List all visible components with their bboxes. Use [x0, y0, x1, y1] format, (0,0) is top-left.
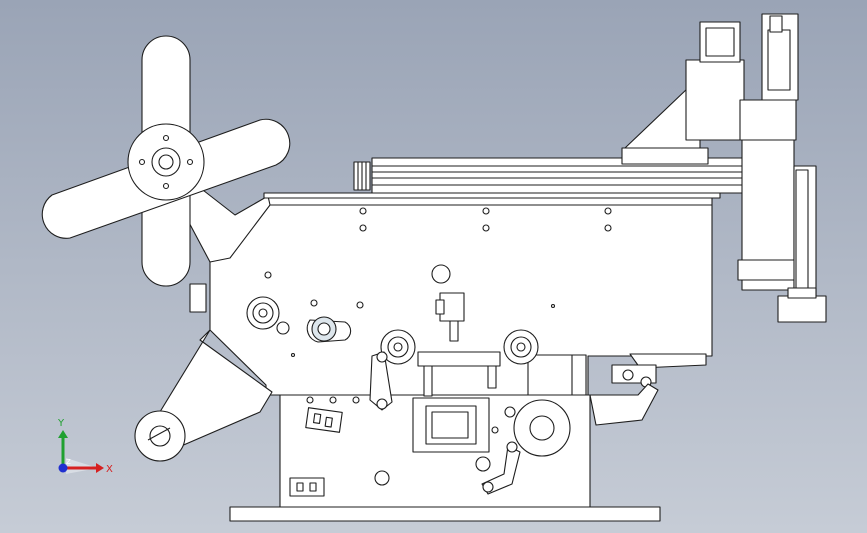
triad-x-arrow: [96, 463, 104, 473]
triad-y-arrow: [58, 430, 68, 438]
triad-x-label: X: [106, 464, 113, 475]
rewind-roller[interactable]: [134, 410, 186, 462]
coordinate-triad: X Y Z: [57, 418, 113, 475]
motor-cap: [571, 354, 587, 396]
center-sensor-bracket: [417, 292, 501, 397]
guide-roller-right[interactable]: [503, 329, 539, 365]
eccentric-cam[interactable]: [306, 316, 352, 343]
triad-y-label: Y: [57, 418, 65, 429]
tension-roller-left[interactable]: [246, 296, 290, 335]
unwind-spool-cross[interactable]: [41, 35, 291, 287]
label-pad: [777, 295, 827, 323]
index-knob[interactable]: [431, 264, 451, 284]
peel-plate-assembly: [589, 353, 707, 426]
triad-plane: [66, 458, 98, 474]
clamp-block-left: [305, 407, 343, 433]
mounting-holes: [264, 207, 612, 486]
gantry-bracket: [621, 13, 827, 323]
triad-z-axis: [58, 463, 68, 473]
linear-rail-assembly: [263, 157, 745, 199]
swing-arm-right[interactable]: [481, 441, 521, 495]
main-drive-roller[interactable]: [513, 399, 571, 457]
swing-arm-left[interactable]: [369, 351, 393, 411]
side-bearing: [189, 283, 207, 313]
clamp-block-bottom: [289, 477, 325, 497]
base-plate: [229, 506, 661, 522]
triad-z-label: Z: [66, 458, 71, 466]
guide-roller-left[interactable]: [380, 329, 416, 365]
window-bracket: [412, 397, 490, 453]
